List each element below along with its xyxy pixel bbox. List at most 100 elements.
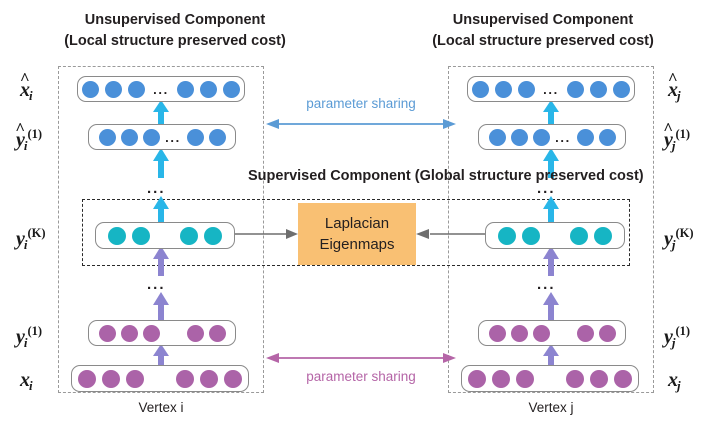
node <box>516 369 534 388</box>
vertex-i-container <box>58 66 264 393</box>
node <box>488 324 506 342</box>
label-base: y <box>664 227 673 250</box>
node <box>105 80 122 98</box>
node <box>488 128 506 146</box>
laplacian-line2: Eigenmaps <box>319 236 395 253</box>
node <box>492 369 510 388</box>
label-sup: (1) <box>27 127 43 141</box>
node <box>200 80 217 98</box>
title-center-line2: (Global structure preserved cost) <box>414 168 644 184</box>
arrow-up-right-4 <box>543 246 559 276</box>
label-sub: i <box>23 236 28 252</box>
parameter-sharing-arrow-bottom <box>266 353 456 363</box>
vertex-j-container <box>448 66 654 393</box>
node <box>468 369 486 388</box>
label-base: y <box>16 325 25 348</box>
node <box>177 80 194 98</box>
node <box>594 226 612 245</box>
layer-ellipsis: ... <box>543 81 559 97</box>
label-x-i: xi <box>20 370 33 392</box>
layer-x-hat-j: ... <box>467 76 635 102</box>
node <box>613 80 630 98</box>
layer-y-hat-1-i: ... <box>88 124 236 150</box>
label-hat: ^ <box>19 69 30 89</box>
layer-x-hat-j-nodes: ... <box>469 80 633 98</box>
arrow-up-left-2 <box>153 148 169 178</box>
label-y-1-j: yj(1) <box>664 325 690 349</box>
label-hat: ^ <box>667 69 678 89</box>
node <box>120 128 138 146</box>
node <box>108 226 126 245</box>
label-sup: (K) <box>27 226 46 240</box>
parameter-sharing-arrow-top <box>266 119 456 129</box>
layer-y-hat-1-j: ... <box>478 124 626 150</box>
supervised-component-title: Supervised Component (Global structure p… <box>248 166 644 187</box>
unsupervised-component-title-right: Unsupervised Component (Local structure … <box>428 10 658 52</box>
layer-y-K-j-nodes <box>495 226 615 245</box>
node <box>598 128 616 146</box>
layer-ellipsis: ... <box>555 129 571 145</box>
layer-y-K-i-nodes <box>105 226 225 245</box>
vertical-ellipsis-left-upper: ... <box>147 180 166 197</box>
arrow-up-left-3 <box>153 196 169 224</box>
title-right-line1: Unsupervised Component <box>452 12 634 28</box>
node <box>598 324 616 342</box>
layer-x-j <box>461 365 639 392</box>
label-base: x <box>668 79 678 101</box>
node <box>566 369 584 388</box>
title-right-line2: (Local structure preserved cost) <box>432 33 654 50</box>
node <box>223 80 240 98</box>
label-sup: (K) <box>675 226 694 240</box>
layer-y-K-j <box>485 222 625 249</box>
node <box>132 226 150 245</box>
label-base: y <box>664 325 673 348</box>
node <box>510 128 528 146</box>
label-sup: (1) <box>27 324 43 338</box>
label-hat: ^ <box>15 119 26 139</box>
node <box>614 369 632 388</box>
node <box>224 369 242 388</box>
node <box>532 128 550 146</box>
node <box>82 80 99 98</box>
node <box>204 226 222 245</box>
parameter-sharing-label-top: parameter sharing <box>306 96 416 111</box>
layer-ellipsis: ... <box>165 129 181 145</box>
node <box>590 80 607 98</box>
node <box>208 324 226 342</box>
layer-x-i <box>71 365 249 392</box>
node <box>78 369 96 388</box>
layer-y-hat-1-i-nodes: ... <box>96 128 228 146</box>
label-hat: ^ <box>663 119 674 139</box>
node <box>180 226 198 245</box>
node <box>142 324 160 342</box>
title-center-line1: Supervised Component <box>248 168 411 184</box>
node <box>522 226 540 245</box>
label-base: x <box>668 369 678 391</box>
arrow-up-left-5 <box>153 292 169 320</box>
node <box>142 128 160 146</box>
arrow-up-right-2 <box>543 148 559 178</box>
node <box>472 80 489 98</box>
vertical-ellipsis-right-lower: ... <box>537 276 556 293</box>
node <box>102 369 120 388</box>
label-base: x <box>20 79 30 101</box>
label-sub: i <box>23 137 28 153</box>
label-sub: j <box>671 334 676 350</box>
label-base: y <box>664 128 673 151</box>
label-y-K-j: yj(K) <box>664 227 694 251</box>
layer-x-hat-i: ... <box>77 76 245 102</box>
laplacian-eigenmaps-box: Laplacian Eigenmaps <box>298 203 416 265</box>
label-base: y <box>16 128 25 151</box>
title-left-line2: (Local structure preserved cost) <box>64 33 286 50</box>
layer-y-1-i <box>88 320 236 346</box>
node <box>576 128 594 146</box>
arrow-left-to-laplacian <box>235 229 298 239</box>
node <box>576 324 594 342</box>
arrow-up-right-3 <box>543 196 559 224</box>
layer-ellipsis: ... <box>153 81 169 97</box>
node <box>120 324 138 342</box>
label-x-hat-j: ^xj <box>668 70 681 104</box>
node <box>186 128 204 146</box>
label-sub: j <box>677 88 681 104</box>
laplacian-line1: Laplacian <box>324 215 390 232</box>
